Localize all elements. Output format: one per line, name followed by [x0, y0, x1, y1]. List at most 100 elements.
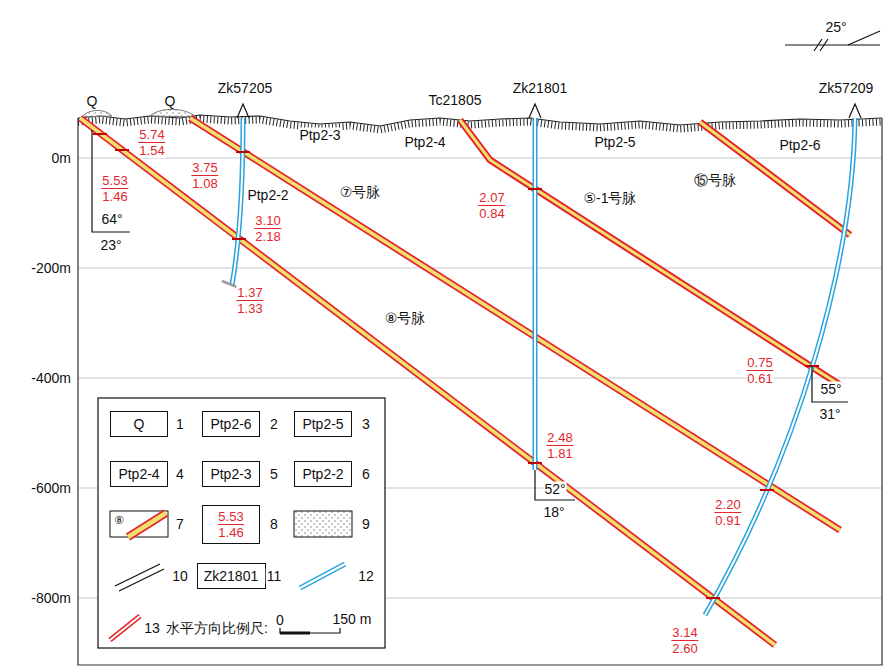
legend-number: 5: [270, 466, 278, 482]
section-frame: [78, 118, 882, 665]
grade-value: 1.37: [236, 285, 263, 300]
legend-boundary-sample: [115, 564, 164, 591]
borehole: [232, 118, 243, 285]
legend-item: 8: [269, 517, 279, 532]
vein-name: ⑤-1号脉: [583, 191, 638, 206]
vein-name: ⑧号脉: [384, 311, 427, 326]
sample-tick: [236, 151, 250, 153]
thickness-value: 1.81: [546, 445, 573, 461]
legend-vein-sample: [128, 513, 166, 537]
quaternary-deposit: [150, 109, 196, 117]
legend-item: 7: [175, 517, 185, 532]
legend-box: 5.531.46: [202, 505, 260, 544]
grade-value: 0.75: [746, 355, 773, 370]
legend-number: 7: [176, 516, 184, 532]
legend-number: 12: [358, 568, 374, 584]
sample-ticks: [93, 134, 819, 598]
orientation-line: [785, 44, 880, 45]
thickness-value: 0.91: [714, 512, 741, 528]
legend-quaternary-sample: [294, 511, 352, 537]
formation-label: Ptp2-6: [778, 138, 821, 153]
formation-label: Ptp2-2: [246, 188, 289, 203]
thickness-value: 0.61: [746, 370, 773, 386]
borehole-core: [232, 118, 243, 285]
legend-box: Ptp2-6: [202, 411, 260, 437]
sample-tick: [528, 188, 542, 190]
legend-item: 1: [175, 417, 185, 432]
legend-box: Ptp2-3: [202, 461, 260, 487]
quaternary-deposit: [82, 110, 112, 117]
thickness-value: 1.33: [236, 300, 263, 316]
dip-bracket: [812, 366, 848, 402]
orientation-arrow: [848, 31, 880, 45]
legend-item: 10: [171, 569, 189, 584]
gridline: [78, 268, 882, 269]
grade-value: 3.75: [191, 160, 218, 175]
formation-label: Ptp2-4: [403, 135, 446, 150]
dip-angle: 31°: [818, 407, 841, 422]
borehole-core: [534, 118, 536, 470]
legend-number: 10: [172, 568, 188, 584]
dip-angle: 18°: [542, 505, 565, 520]
legend-box: Ptp2-4: [110, 461, 168, 487]
formation-label: Ptp2-5: [593, 135, 636, 150]
legend-item: 4: [175, 467, 185, 482]
borehole-collar: [237, 104, 249, 118]
legend-item: 5: [269, 467, 279, 482]
thickness-value: 1.54: [138, 142, 165, 158]
grade-value: 3.14: [671, 625, 698, 640]
orientation-angle: 25°: [824, 20, 847, 35]
grade-value: 5.53: [101, 173, 128, 188]
legend-box-text: Ptp2-5: [302, 417, 343, 432]
gridline: [78, 158, 882, 159]
scale-bar-segment: [280, 632, 310, 635]
depth-label: -200m: [30, 261, 72, 276]
vein-name: ⑦号脉: [339, 185, 382, 200]
grade-value: 2.48: [546, 430, 573, 445]
legend-box-text: 1.46: [218, 524, 243, 540]
depth-label: 0m: [51, 151, 72, 166]
legend-box-text: Ptp2-4: [118, 467, 159, 482]
sample-tick: [706, 597, 720, 599]
legend-item: 3: [361, 417, 371, 432]
thickness-value: 2.60: [671, 640, 698, 656]
vein-5-1: [460, 120, 840, 385]
depth-label: -600m: [30, 481, 72, 496]
legend-item: 13: [143, 621, 161, 636]
borehole-id: Zk21801: [512, 81, 568, 96]
legend-number: 1: [176, 416, 184, 432]
sample-tick: [232, 238, 246, 240]
dip-angle: 55°: [819, 382, 842, 397]
quaternary-label: Q: [164, 94, 177, 109]
legend-number: 9: [362, 516, 370, 532]
legend-item: 11: [266, 569, 283, 584]
vein-5-1-fill: [460, 120, 840, 385]
dip-bracket: [92, 130, 130, 232]
formation-label: Ptp2-3: [298, 128, 341, 143]
trench-id: Tc21805: [428, 93, 483, 108]
legend-number: 2: [270, 416, 278, 432]
borehole-collar: [529, 104, 541, 118]
grade-value: 2.07: [478, 190, 505, 205]
scale-value: 150 m: [332, 612, 373, 627]
thickness-value: 2.18: [254, 228, 281, 244]
borehole-id: Zk57209: [818, 81, 874, 96]
grade-value: 5.74: [138, 127, 165, 142]
legend-borehole-core: [300, 564, 345, 588]
legend-box-text: Zk21801: [204, 569, 258, 584]
legend-vein-fill: [128, 513, 166, 537]
legend-borehole-sample: [300, 564, 345, 588]
legend-vein-boundary-sample: [110, 616, 140, 640]
legend-item: 6: [361, 467, 371, 482]
scale-title: 水平方向比例尺:: [165, 621, 269, 636]
legend-number: 8: [270, 516, 278, 532]
orientation-break: [814, 39, 828, 51]
legend-number: 4: [176, 466, 184, 482]
dip-angle: 23°: [99, 238, 122, 253]
legend-vein-boundary-core: [110, 616, 140, 640]
sample-tick: [528, 462, 542, 464]
borehole-collar: [849, 104, 861, 118]
legend-vein-number: ⑧: [113, 514, 125, 526]
quaternary-label: Q: [86, 94, 99, 109]
